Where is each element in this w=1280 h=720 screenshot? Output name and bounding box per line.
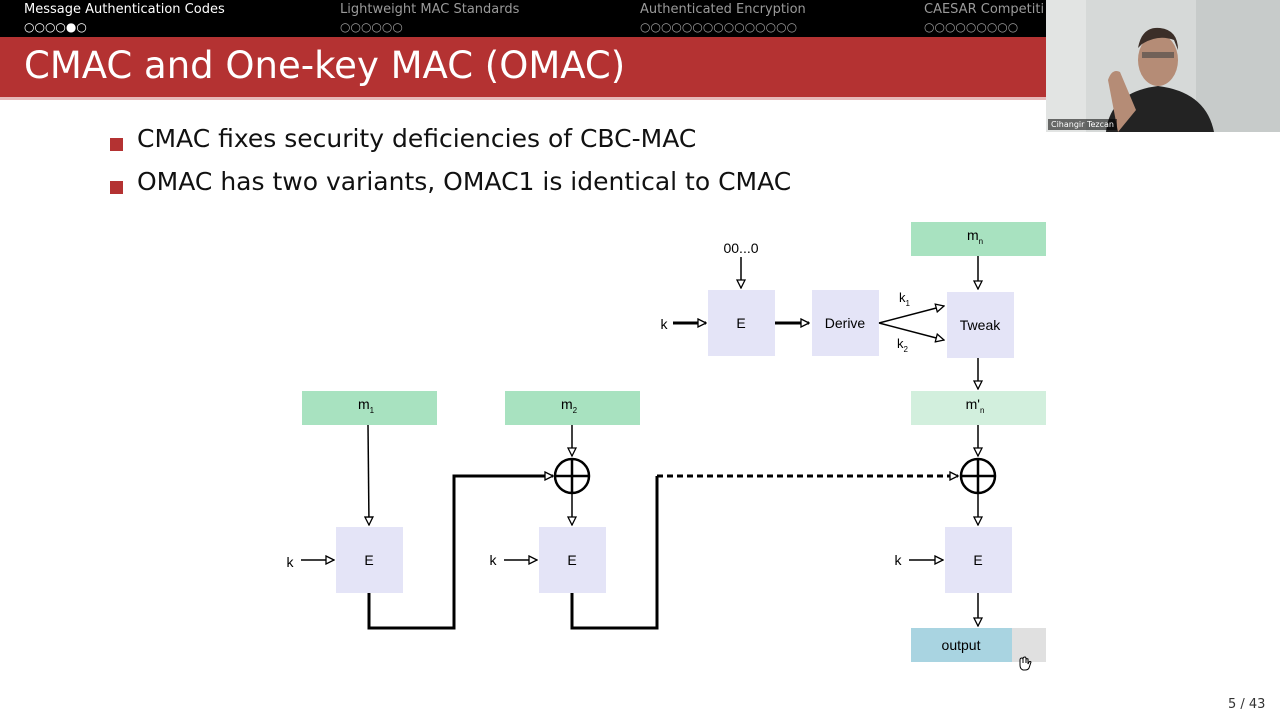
webcam-video[interactable]: Cihangir Tezcan (1046, 0, 1280, 132)
m1-label: m1 (358, 396, 375, 415)
m2-block (505, 391, 640, 425)
bullet-square-icon (110, 138, 123, 151)
derive-label: Derive (825, 315, 866, 331)
webcam-person-icon (1046, 0, 1280, 132)
bullet-square-icon (110, 181, 123, 194)
k1-arrow (878, 306, 944, 324)
output-label: output (942, 637, 981, 653)
nav-dots-caesar-competition[interactable]: ○○○○○○○○○ (924, 20, 1019, 34)
webcam-name-tag: Cihangir Tezcan (1048, 119, 1118, 130)
zero-input-label: 00...0 (723, 240, 758, 256)
chain-line-1 (367, 476, 553, 630)
nav-section-authenticated-encryption[interactable]: Authenticated Encryption (640, 2, 806, 17)
tweak-label: Tweak (960, 317, 1001, 333)
e-block-n (945, 527, 1012, 593)
bullet-text: CMAC fixes security deficiencies of CBC-… (137, 124, 697, 153)
mn-block (911, 222, 1046, 256)
m1-block (302, 391, 437, 425)
hand-cursor-icon (1019, 656, 1032, 671)
k2-label: k2 (897, 336, 909, 354)
m2-label: m2 (561, 396, 578, 415)
mn-prime-label: m'n (966, 396, 985, 415)
k1-label: k1 (899, 290, 911, 308)
e-label-2: E (567, 552, 576, 568)
nav-dots-message-authentication-codes[interactable]: ○○○○●○ (24, 20, 87, 34)
nav-section-caesar-competition[interactable]: CAESAR Competiti (924, 2, 1045, 17)
bullet-text: OMAC has two variants, OMAC1 is identica… (137, 167, 792, 196)
xor-icon (959, 457, 997, 495)
key-label-1: k (287, 554, 295, 570)
e-block-top (708, 290, 775, 356)
xor-icon (553, 457, 591, 495)
e-block-2 (539, 527, 606, 593)
chain-line-2 (570, 476, 659, 630)
nav-section-message-authentication-codes[interactable]: Message Authentication Codes (24, 2, 225, 17)
key-label-2: k (490, 552, 498, 568)
derive-block (812, 290, 879, 356)
page-number: 5 / 43 (1228, 697, 1266, 712)
m1-to-e-arrow (368, 424, 369, 525)
nav-section-lightweight-mac-standards[interactable]: Lightweight MAC Standards (340, 2, 520, 17)
e-label-1: E (364, 552, 373, 568)
output-block (911, 628, 1012, 662)
mn-prime-block (911, 391, 1046, 425)
e-block-1 (336, 527, 403, 593)
mn-label: mn (967, 227, 983, 246)
key-label-n: k (895, 552, 903, 568)
slide-title: CMAC and One-key MAC (OMAC) (24, 44, 626, 87)
e-label-top: E (736, 315, 745, 331)
key-label-top: k (661, 316, 669, 332)
e-label-n: E (973, 552, 982, 568)
k2-arrow (878, 322, 944, 340)
tweak-block (947, 292, 1014, 358)
nav-dots-lightweight-mac-standards[interactable]: ○○○○○○ (340, 20, 403, 34)
output-truncated-part (1012, 628, 1046, 662)
nav-dots-authenticated-encryption[interactable]: ○○○○○○○○○○○○○○○ (640, 20, 798, 34)
